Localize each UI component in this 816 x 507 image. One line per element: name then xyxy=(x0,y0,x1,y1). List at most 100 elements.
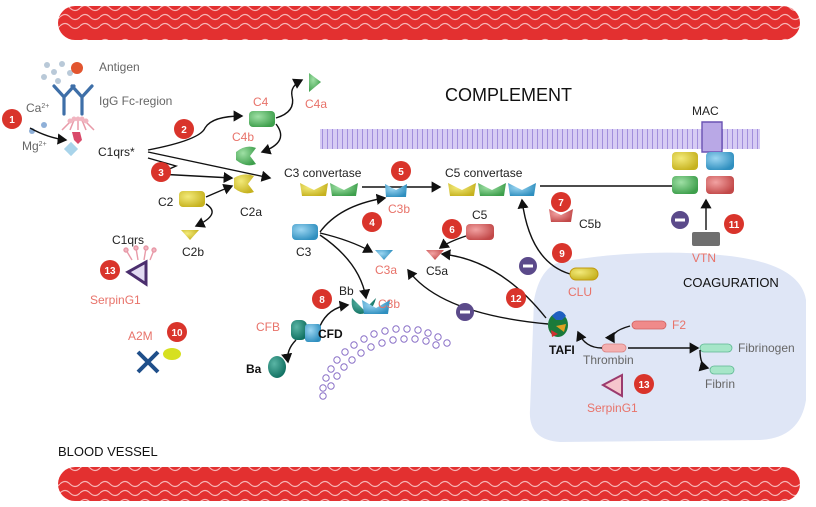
arrow-c4-to-c4b xyxy=(260,123,282,155)
c5a-protein xyxy=(426,250,444,260)
c5-convertase-c3b xyxy=(508,183,536,196)
svg-text:2: 2 xyxy=(181,125,187,136)
serping1-left-icon xyxy=(125,259,148,287)
c5-label: C5 xyxy=(472,208,488,222)
c3-protein xyxy=(292,224,318,240)
f2-protein xyxy=(631,320,667,330)
arrow-fibrinogen-to-fibrin xyxy=(698,349,710,372)
mac-red xyxy=(706,176,734,194)
step-badge-12: 12 xyxy=(506,288,526,308)
serping1-left-label: SerpinG1 xyxy=(90,293,141,307)
c3-convertase-c4b xyxy=(330,183,358,196)
svg-text:13: 13 xyxy=(104,266,116,277)
cell-membrane xyxy=(320,129,760,149)
arrow-cfb-to-bb xyxy=(319,300,350,327)
vessel-wall-bottom xyxy=(58,467,800,501)
c2-protein xyxy=(179,191,205,207)
c4-label: C4 xyxy=(253,95,269,109)
svg-text:11: 11 xyxy=(729,220,740,231)
svg-text:13: 13 xyxy=(638,380,650,391)
cfd-label: CFD xyxy=(318,327,343,341)
svg-text:9: 9 xyxy=(559,249,565,260)
c5-protein xyxy=(466,224,494,240)
tafi-label: TAFI xyxy=(549,343,575,357)
c3-label: C3 xyxy=(296,245,312,259)
svg-text:1: 1 xyxy=(9,115,15,126)
fibrinogen-protein xyxy=(699,343,733,353)
svg-text:10: 10 xyxy=(171,328,183,339)
clu-label: CLU xyxy=(568,285,592,299)
ca-label: Ca2+ xyxy=(26,101,49,115)
tafi-icon xyxy=(548,311,568,337)
c4b-label: C4b xyxy=(232,130,254,144)
thrombin-label: Thrombin xyxy=(583,353,634,367)
fibrin-protein xyxy=(709,365,735,375)
c3a-label: C3a xyxy=(375,263,397,277)
arrow-c4-to-c4a xyxy=(275,78,304,119)
ca-ion xyxy=(41,122,47,128)
c3b-top-label: C3b xyxy=(388,202,410,216)
step-badge-10: 10 xyxy=(167,322,187,342)
step-badge-11: 11 xyxy=(724,214,744,234)
antigen-dots xyxy=(41,61,83,84)
c4a-label: C4a xyxy=(305,97,327,111)
antibody-icon xyxy=(52,84,94,116)
step-badge-13-right: 13 xyxy=(634,374,654,394)
c2b-protein xyxy=(181,230,199,240)
blood-vessel-label: BLOOD VESSEL xyxy=(58,444,158,459)
cfd-protein xyxy=(305,324,321,342)
serping1-right-icon xyxy=(600,373,623,398)
c4b-protein xyxy=(236,146,256,166)
c5-convertase-label: C5 convertase xyxy=(445,166,523,180)
mac-pore-icon xyxy=(701,121,723,153)
c2a-label: C2a xyxy=(240,205,262,219)
pathogen-surface xyxy=(319,325,451,400)
inhibitor-icon-clu xyxy=(519,257,537,275)
c3b-bottom-protein xyxy=(362,300,390,314)
inhibitor-icon-vtn xyxy=(671,211,689,229)
arrow-c2-to-c2a xyxy=(205,183,234,198)
step-badge-9: 9 xyxy=(552,243,572,263)
c3-convertase-c2a xyxy=(300,183,328,196)
bb-label: Bb xyxy=(339,284,354,298)
step-badge-13-left: 13 xyxy=(100,260,120,280)
c5b-protein xyxy=(549,209,573,222)
mac-label: MAC xyxy=(692,104,719,118)
vtn-protein xyxy=(692,232,720,246)
step-badge-4: 4 xyxy=(362,212,382,232)
arrow-c5-to-c5a xyxy=(438,235,467,249)
arrow-ions-to-c1 xyxy=(29,127,68,145)
step-badge-5: 5 xyxy=(391,161,411,181)
arrow-c3-to-c3b-top xyxy=(319,193,387,233)
a2m-label: A2M xyxy=(128,329,153,343)
inhibitor-icon-tafi xyxy=(456,303,474,321)
arrow-tafi-to-c5a xyxy=(440,249,547,319)
arrow-c1-to-c3-convertase xyxy=(147,151,272,182)
fibrin-label: Fibrin xyxy=(705,377,735,391)
step-badge-2: 2 xyxy=(174,119,194,139)
step-badge-7: 7 xyxy=(551,192,571,212)
step-badge-6: 6 xyxy=(442,219,462,239)
c1qrs-label: C1qrs xyxy=(112,233,144,247)
vtn-label: VTN xyxy=(692,251,716,265)
arrow-thrombin-to-tafi xyxy=(576,330,603,349)
c5b-label: C5b xyxy=(579,217,601,231)
diagram-title: COMPLEMENT xyxy=(445,85,572,105)
mac-yellow xyxy=(672,152,698,170)
c3-convertase-label: C3 convertase xyxy=(284,166,362,180)
step-badge-3: 3 xyxy=(151,162,171,182)
c4-protein xyxy=(249,111,275,127)
c2-label: C2 xyxy=(158,195,174,209)
svg-text:6: 6 xyxy=(449,225,455,236)
c3b-top-protein xyxy=(385,184,407,197)
antigen-label: Antigen xyxy=(99,60,140,74)
mg-label: Mg2+ xyxy=(22,139,47,153)
svg-text:8: 8 xyxy=(319,295,325,306)
step-badge-1: 1 xyxy=(2,109,22,129)
cfb-label: CFB xyxy=(256,320,280,334)
arrow-c3-to-c3b-bottom xyxy=(319,234,371,300)
svg-text:4: 4 xyxy=(369,218,375,229)
arrow-clu-inhibits-c5conv xyxy=(517,198,571,275)
c2a-protein xyxy=(234,174,254,194)
